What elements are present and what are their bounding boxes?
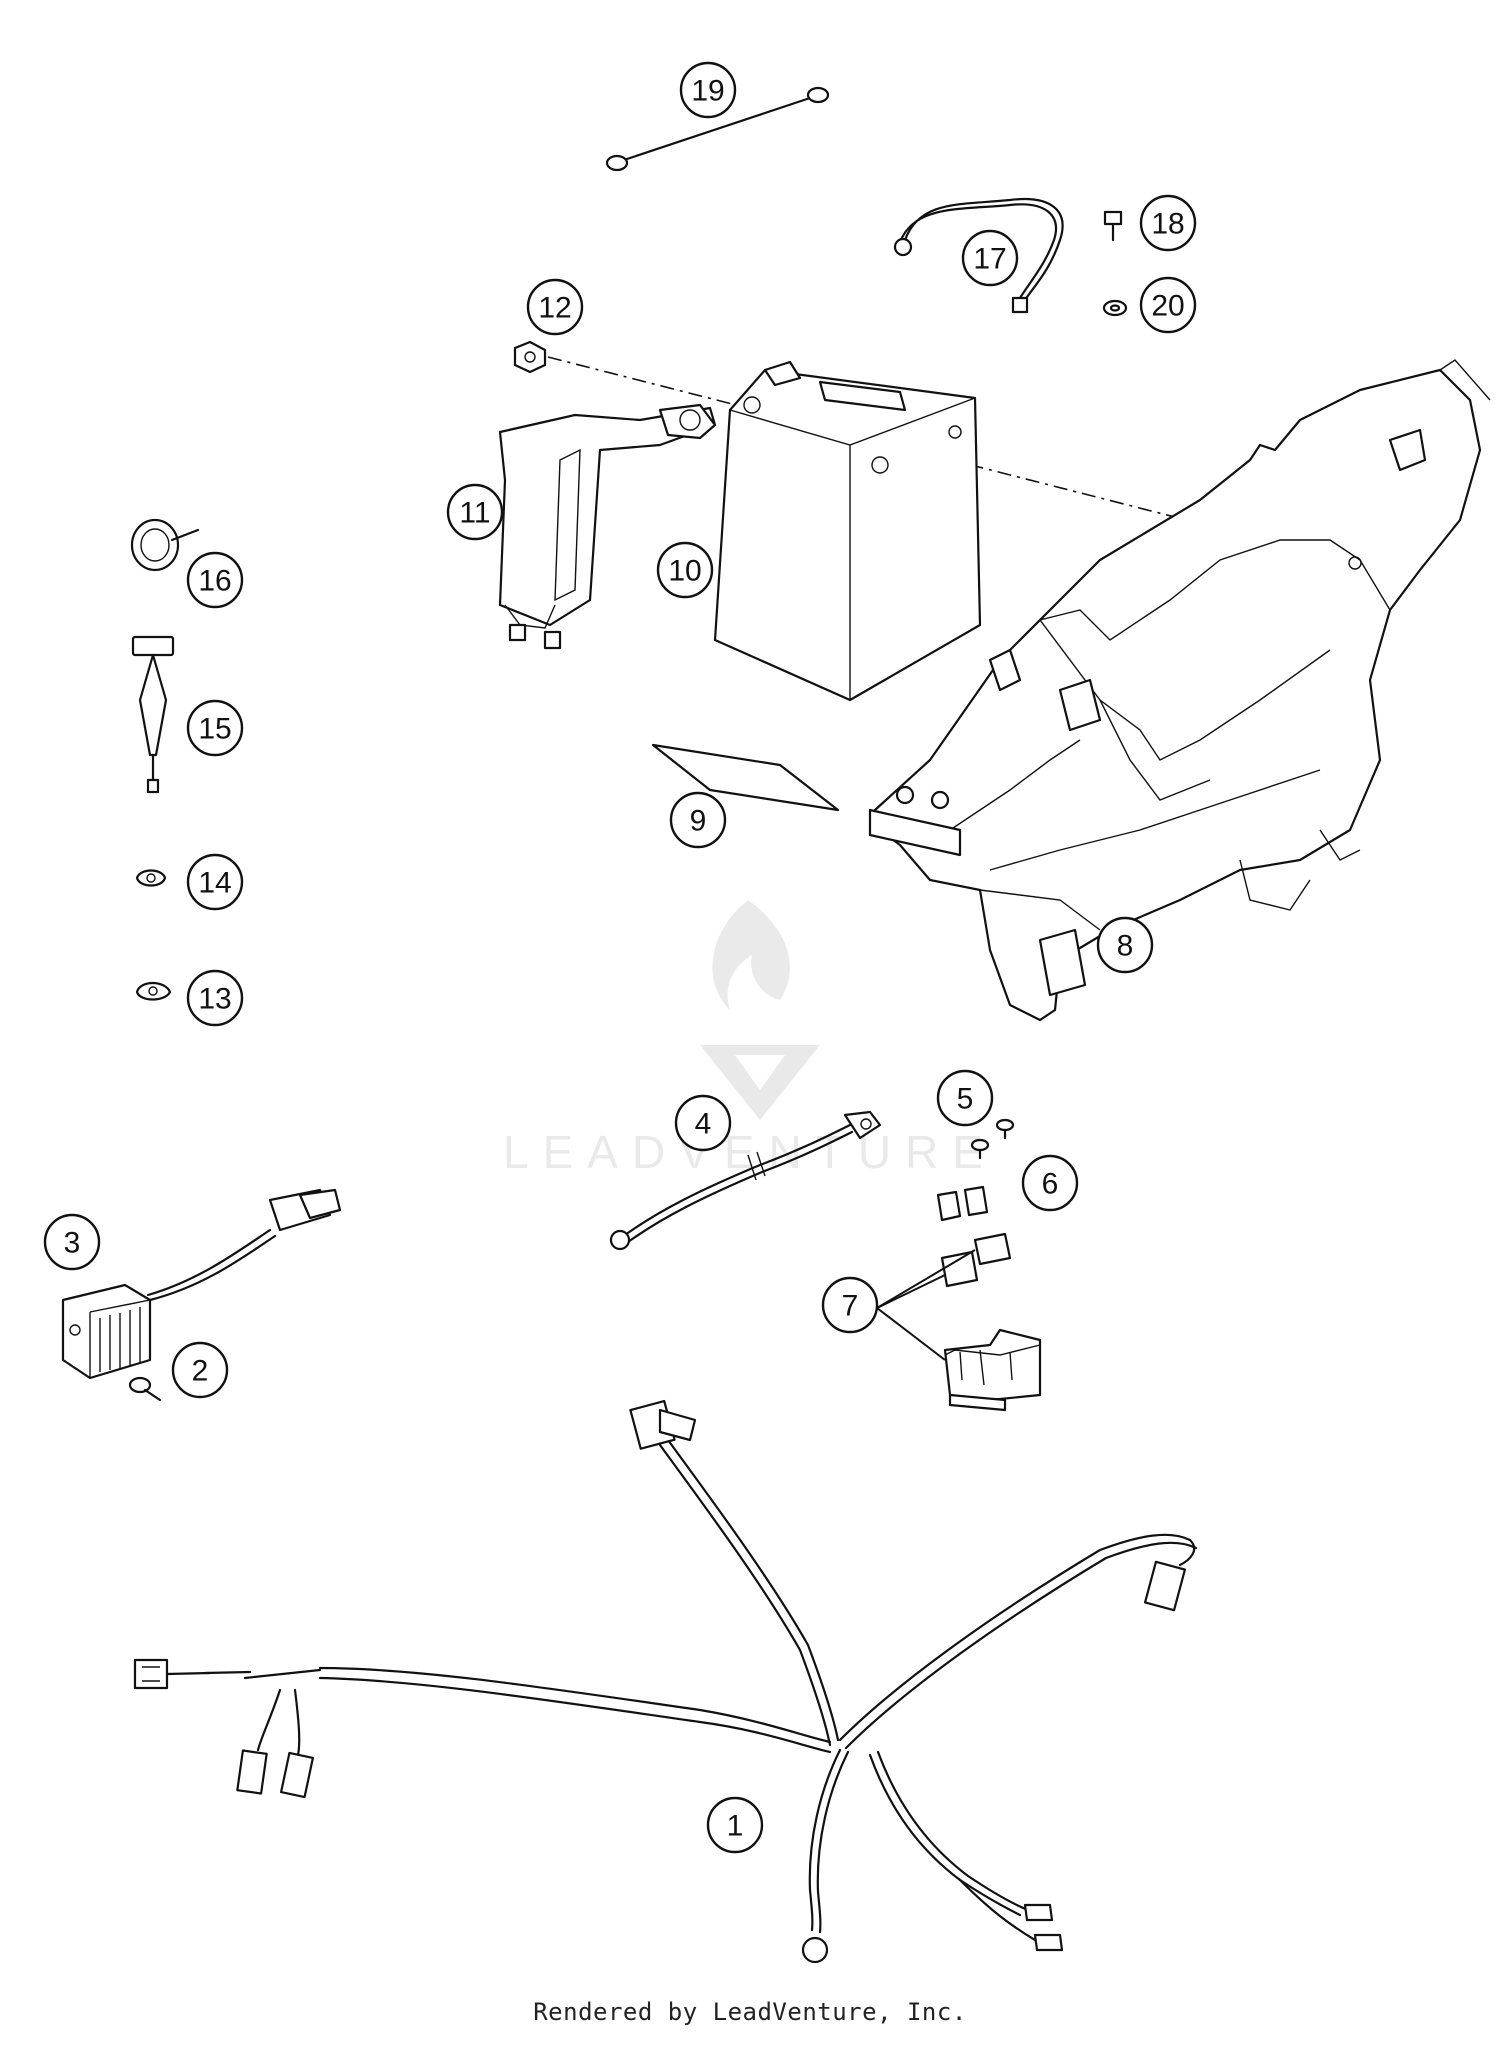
part-18-bolt — [1103, 210, 1123, 242]
callout-label: 2 — [192, 1355, 209, 1388]
callout-18: 18 — [1139, 194, 1197, 252]
callout-circle — [679, 61, 737, 119]
part-13-clip — [135, 981, 172, 1001]
callout-label: 18 — [1151, 208, 1184, 241]
part-8-rear-frame — [868, 359, 1491, 1022]
leadventure-watermark: LEADVENTURE — [503, 900, 997, 1178]
flame-logo-icon — [712, 900, 790, 1010]
callout-4: 4 — [674, 1094, 732, 1152]
callout-circle — [1096, 916, 1154, 974]
callout-1: 1 — [706, 1796, 764, 1854]
callout-label: 3 — [64, 1227, 81, 1260]
callout-label: 1 — [727, 1810, 744, 1843]
callout-label: 4 — [695, 1108, 712, 1141]
callout-8: 8 — [1096, 916, 1154, 974]
part-10-battery — [713, 360, 982, 702]
callout-7-leaders — [876, 1249, 976, 1361]
callout-circle — [674, 1094, 732, 1152]
part-19-cable — [605, 86, 830, 172]
part-16-cable-tie — [130, 518, 200, 572]
part-11-battery-holder — [498, 403, 717, 650]
callout-label: 6 — [1042, 1168, 1059, 1201]
callout-2: 2 — [171, 1341, 229, 1399]
callout-13: 13 — [186, 969, 244, 1027]
callout-12: 12 — [526, 278, 584, 336]
callout-9: 9 — [669, 791, 727, 849]
watermark-text: LEADVENTURE — [503, 1126, 997, 1178]
part-7-relays — [940, 1232, 1042, 1412]
callout-circle — [821, 1276, 879, 1334]
callout-16: 16 — [186, 551, 244, 609]
part-14-clip — [135, 869, 167, 887]
callout-circle — [656, 541, 714, 599]
callout-label: 10 — [668, 555, 701, 588]
callout-circle — [186, 853, 244, 911]
callout-7: 7 — [821, 1276, 879, 1334]
callout-label: 16 — [198, 565, 231, 598]
footer-credit: Rendered by LeadVenture, Inc. — [533, 1998, 967, 2026]
callout-20: 20 — [1139, 276, 1197, 334]
callout-circle — [186, 969, 244, 1027]
part-12-nut — [513, 340, 547, 374]
part-20-washer — [1102, 299, 1128, 317]
part-6-fuses — [936, 1185, 989, 1222]
callout-label: 20 — [1151, 290, 1184, 323]
callout-6: 6 — [1021, 1154, 1079, 1212]
callout-11: 11 — [446, 483, 504, 541]
part-17-cable — [893, 197, 1064, 314]
part-5-screw — [995, 1118, 1015, 1140]
callout-circle — [186, 699, 244, 757]
callout-circle — [1139, 194, 1197, 252]
callout-19: 19 — [679, 61, 737, 119]
callout-14: 14 — [186, 853, 244, 911]
v-logo-icon — [700, 1045, 820, 1120]
part-9-pad — [651, 743, 840, 812]
callout-label: 15 — [198, 713, 231, 746]
callout-circle — [171, 1341, 229, 1399]
part-3-regulator — [61, 1188, 342, 1380]
callout-circle — [669, 791, 727, 849]
callout-circle — [1021, 1154, 1079, 1212]
callout-label: 8 — [1117, 930, 1134, 963]
callout-label: 14 — [198, 867, 231, 900]
callout-circle — [526, 278, 584, 336]
part-4-cable — [609, 1110, 882, 1251]
part-1-wiring-harness — [133, 1399, 1198, 1964]
callout-label: 12 — [538, 292, 571, 325]
callout-circle — [446, 483, 504, 541]
part-5-screw-2 — [970, 1138, 990, 1160]
callout-5: 5 — [936, 1069, 994, 1127]
callout-circle — [1139, 276, 1197, 334]
callout-circle — [186, 551, 244, 609]
callout-circle — [961, 229, 1019, 287]
callout-circle — [43, 1213, 101, 1271]
part-2-bolt — [128, 1376, 162, 1402]
callout-label: 19 — [691, 75, 724, 108]
callout-label: 9 — [690, 805, 707, 838]
part-15-fastener — [131, 635, 175, 794]
callout-label: 5 — [957, 1083, 974, 1116]
callout-label: 13 — [198, 983, 231, 1016]
callout-10: 10 — [656, 541, 714, 599]
callout-label: 7 — [842, 1290, 859, 1323]
callout-3: 3 — [43, 1213, 101, 1271]
callout-circle — [936, 1069, 994, 1127]
callout-label: 11 — [459, 497, 490, 530]
callout-15: 15 — [186, 699, 244, 757]
callout-17: 17 — [961, 229, 1019, 287]
callout-circle — [706, 1796, 764, 1854]
callout-label: 17 — [973, 243, 1006, 276]
